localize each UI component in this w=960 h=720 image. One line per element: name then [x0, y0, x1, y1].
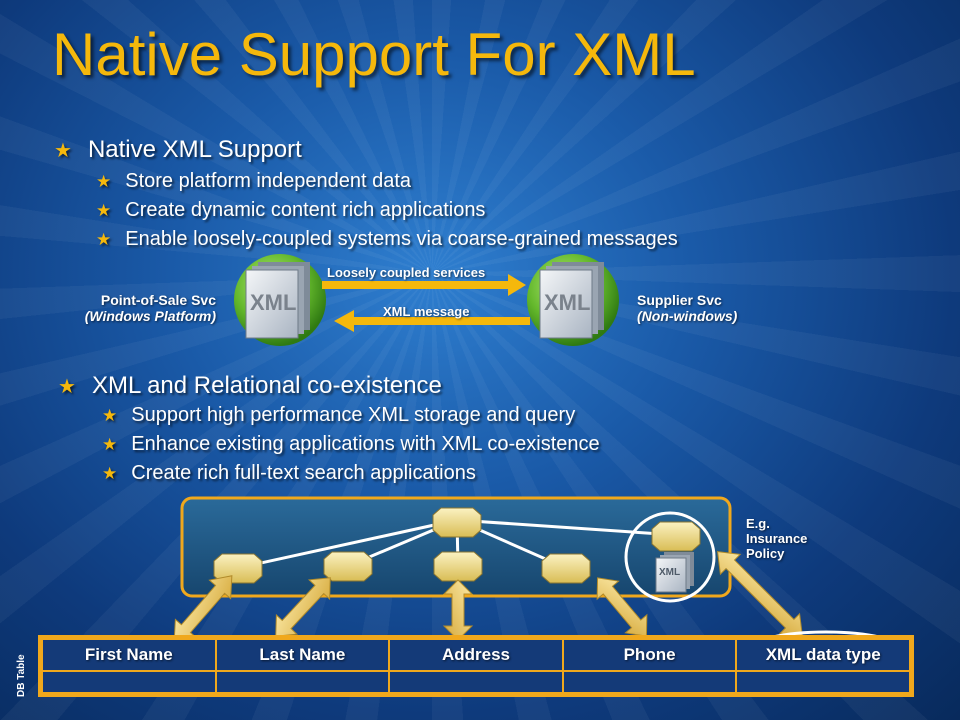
column-first-name: First Name [41, 638, 217, 672]
column-xml-data-type: XML data type [735, 638, 911, 672]
star-icon: ★ [96, 230, 112, 249]
tree-node-root [432, 507, 482, 538]
star-icon: ★ [96, 201, 112, 220]
xml-doc-label-right: XML [544, 290, 591, 315]
xml-doc-label-small: XML [659, 567, 681, 578]
supplier-label: Supplier Svc (Non-windows) [637, 292, 738, 324]
loosely-coupled-label: Loosely coupled services [327, 265, 486, 280]
column-phone: Phone [561, 638, 738, 672]
supplier-node [527, 254, 619, 346]
xml-message-label: XML message [383, 304, 470, 319]
star-icon: ★ [58, 376, 76, 398]
tree-node [541, 553, 591, 584]
bullet-store-data: ★Store platform independent data [96, 170, 412, 192]
bullet-dynamic-content: ★Create dynamic content rich application… [96, 199, 486, 221]
bullet-full-text-search: ★Create rich full-text search applicatio… [102, 462, 476, 484]
tree-node-xml [651, 521, 701, 552]
bullet-enhance-existing: ★Enhance existing applications with XML … [102, 433, 600, 455]
double-arrow [173, 575, 233, 643]
bullet-high-performance: ★Support high performance XML storage an… [102, 404, 576, 426]
db-table: First Name Last Name Address Phone XML d… [38, 635, 914, 697]
star-icon: ★ [102, 464, 118, 483]
point-of-sale-node [234, 254, 326, 346]
star-icon: ★ [102, 406, 118, 425]
tree-node [433, 551, 483, 582]
star-icon: ★ [96, 172, 112, 191]
db-table-label: DB Table [16, 654, 27, 697]
table-header-row: First Name Last Name Address Phone XML d… [41, 638, 911, 672]
bullet-native-xml-support: ★Native XML Support [54, 136, 302, 163]
star-icon: ★ [54, 140, 72, 162]
column-last-name: Last Name [214, 638, 391, 672]
double-arrow [275, 577, 331, 637]
xml-message-arrow [334, 310, 530, 332]
point-of-sale-label: Point-of-Sale Svc (Windows Platform) [84, 292, 216, 324]
xml-doc-label-left: XML [250, 290, 297, 315]
bullet-xml-relational: ★XML and Relational co-existence [58, 372, 442, 399]
highlight-circle [624, 511, 716, 603]
slide-title: Native Support For XML [52, 21, 696, 88]
star-icon: ★ [102, 435, 118, 454]
column-address: Address [388, 638, 564, 672]
xml-doc-icon-small [655, 552, 694, 593]
table-row [41, 670, 911, 694]
tree-nodes [213, 507, 701, 584]
bullet-loosely-coupled: ★Enable loosely-coupled systems via coar… [96, 228, 678, 250]
mapping-arrows [173, 550, 804, 643]
insurance-policy-note: E.g. Insurance Policy [746, 516, 808, 561]
loosely-coupled-arrow [322, 274, 526, 296]
tree-node [323, 551, 373, 582]
tree-node [213, 553, 263, 584]
